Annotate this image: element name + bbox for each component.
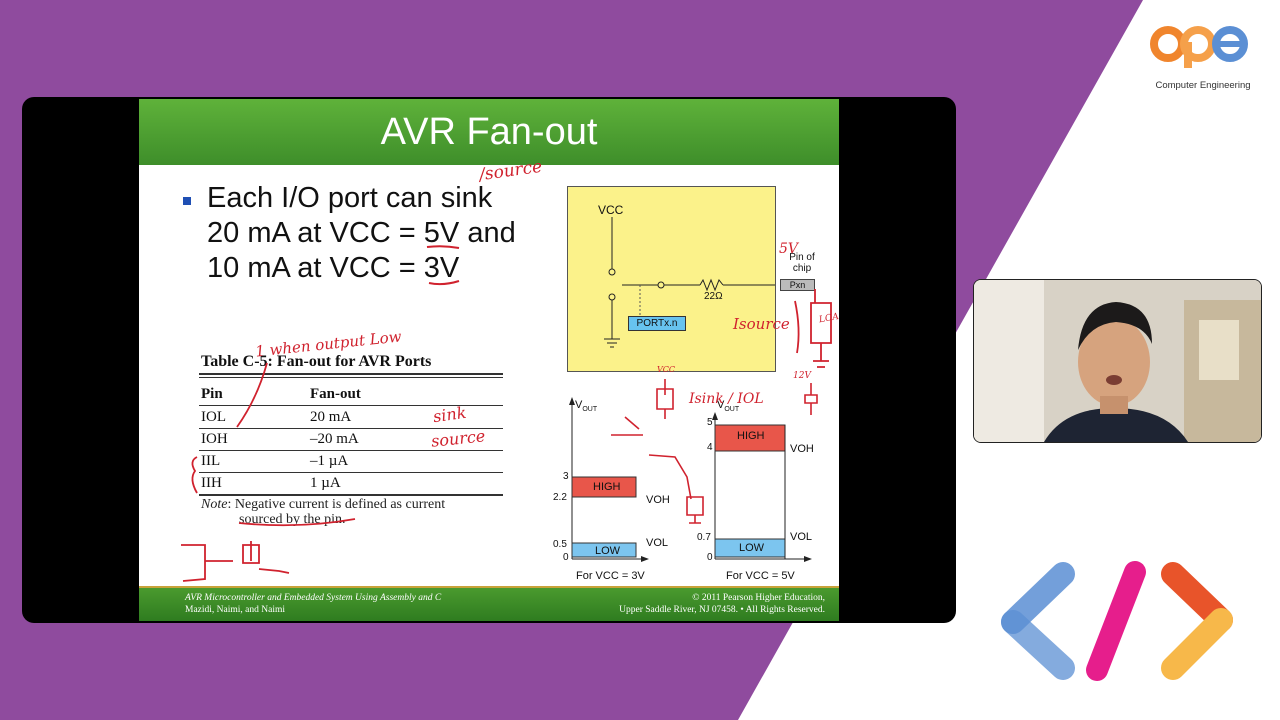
table-header-pin: Pin (201, 386, 223, 402)
slide-title-bar (139, 99, 839, 165)
code-brackets-icon (1001, 561, 1233, 681)
graph-3v-tick: 0 (563, 552, 569, 563)
vcc-label: VCC (598, 203, 624, 217)
note-label: Note (201, 497, 228, 512)
graph-3v-vol: VOL (646, 537, 669, 549)
presenter-avatar (974, 280, 1261, 442)
bullet-text: Each I/O port can sink 20 mA at VCC = 5V… (207, 181, 516, 286)
table-header-fanout: Fan-out (310, 386, 361, 402)
graph-5v-vol: VOL (790, 531, 813, 543)
graph-3v-low: LOW (595, 545, 621, 557)
graph-5v-tick: 4 (707, 442, 713, 453)
table-rule (199, 377, 503, 378)
pin-label-1: Pin of (789, 252, 815, 263)
table-rule (199, 494, 503, 496)
footer-book-title: AVR Microcontroller and Embedded System … (185, 593, 442, 603)
brand-subtitle: Computer Engineering (1155, 80, 1251, 91)
table-rule (199, 472, 503, 473)
graph-5v-tick: 5 (707, 417, 713, 428)
table-cell: IOH (201, 431, 228, 447)
table-cell: –1 µA (310, 453, 349, 469)
graph-5v-tick: 0.7 (697, 532, 711, 543)
portx-label: PORTx.n (628, 316, 686, 331)
graph-3v-tick: 2.2 (553, 492, 567, 503)
graph-5v-high: HIGH (737, 430, 765, 442)
footer-right: © 2011 Pearson Higher Education, Upper S… (619, 592, 825, 616)
graph-3v-tick: 3 (563, 471, 569, 482)
note-text: : Negative current is defined as current (227, 497, 446, 512)
bullet-icon (183, 197, 191, 205)
table-rule (199, 428, 503, 429)
cpe-logo (1150, 26, 1248, 68)
slide-footer: AVR Microcontroller and Embedded System … (139, 586, 839, 621)
circuit-wires (604, 217, 775, 348)
annotation-12v: 12V (793, 371, 811, 381)
annotation-vcc-small: VCC (657, 365, 676, 374)
slide: AVR Fan-out Each I/O port can sink 20 mA… (139, 99, 839, 621)
graph-3v-tick: 0.5 (553, 539, 567, 550)
table-rule (199, 373, 503, 375)
graph-3v-vout: VOUT (575, 399, 597, 413)
slide-title: AVR Fan-out (380, 111, 598, 153)
footer-rights: Upper Saddle River, NJ 07458. • All Righ… (619, 605, 825, 615)
table-cell: IIL (201, 453, 221, 469)
annotation-isource: Isource (733, 315, 790, 333)
footer-copyright: © 2011 Pearson Higher Education, (692, 593, 825, 603)
graph-3v-vout-symbol: V (575, 399, 583, 411)
annotation-isink-iol: Isink / IOL (689, 391, 764, 407)
graph-3v-high: HIGH (593, 481, 621, 493)
table-cell: 1 µA (310, 475, 341, 491)
voltage-graphs (569, 397, 812, 562)
graph-5v-vout-symbol: V (717, 399, 725, 411)
graph-5v-tick: 0 (707, 552, 713, 563)
graph-5v-caption: For VCC = 5V (726, 570, 795, 582)
webcam-video (973, 279, 1262, 443)
graph-5v-low: LOW (739, 542, 765, 554)
graph-5v-vout-sub: OUT (724, 406, 740, 414)
table-cell: 20 mA (310, 409, 352, 425)
table-cell: IOL (201, 409, 226, 425)
table-cell: –20 mA (310, 431, 359, 447)
bullet-line-2: 20 mA at VCC = 5V and (207, 217, 516, 249)
graph-5v-vout: VOUT (717, 399, 739, 413)
graph-3v-voh: VOH (646, 494, 670, 506)
circuit-diagram: VCC PORTx.n 22Ω (567, 186, 776, 372)
bullet-line-3: 10 mA at VCC = 3V (207, 252, 460, 284)
graph-5v-voh: VOH (790, 443, 814, 455)
pxn-label: Pxn (780, 279, 815, 291)
graph-3v-caption: For VCC = 3V (576, 570, 645, 582)
bullet-line-1: Each I/O port can sink (207, 182, 493, 214)
annotation-5v: 5V (779, 241, 799, 257)
footer-authors: Mazidi, Naimi, and Naimi (185, 605, 285, 615)
pin-label-2: chip (792, 263, 812, 274)
table-rule (199, 405, 503, 406)
table-rule (199, 450, 503, 451)
graph-3v-vout-sub: OUT (582, 406, 598, 414)
table-cell: IIH (201, 475, 222, 491)
resistor-label: 22Ω (704, 291, 723, 302)
footer-left: AVR Microcontroller and Embedded System … (185, 592, 441, 616)
